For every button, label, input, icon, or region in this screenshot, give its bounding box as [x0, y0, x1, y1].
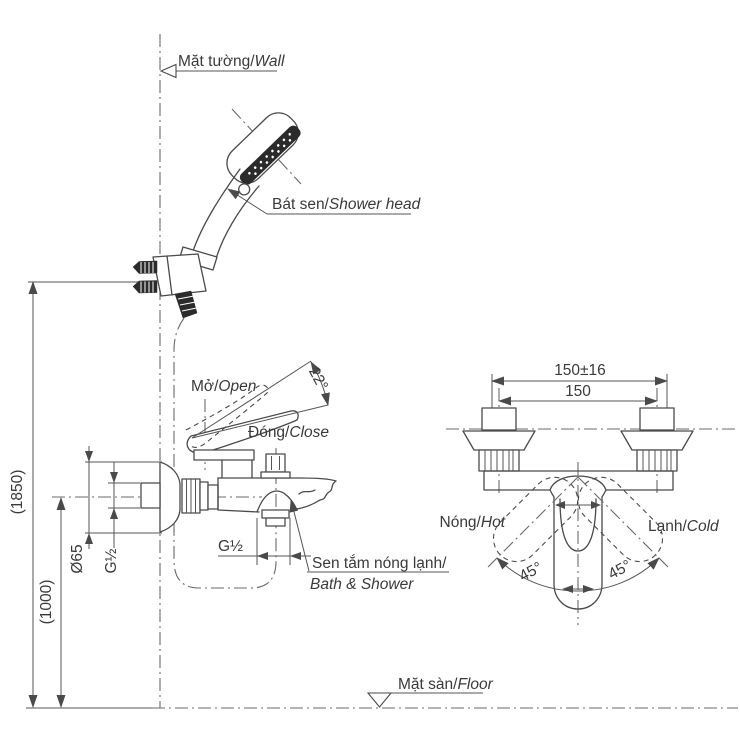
spray-face [239, 125, 301, 185]
outlet-thread-value: G½ [218, 538, 243, 555]
mixer-body [217, 477, 337, 513]
floor-label-text: Mặt sàn/Floor [398, 676, 494, 693]
mixer-side-view: 22° Mở/Open Đóng/Close Ø65 G½ G½ [52, 360, 449, 593]
dimension-mixer-height: (1000) [38, 497, 66, 708]
mixer-height-value: (1000) [38, 580, 55, 625]
shower-head [226, 112, 301, 196]
close-label: Đóng/Close [248, 424, 329, 441]
inlet-left [462, 407, 536, 472]
wall-pipe-stub [140, 482, 161, 509]
dimension-flange-diameter: Ø65 [69, 446, 162, 574]
shower-head-callout: Bát sen/Shower head [227, 188, 422, 215]
cold-label: Lạnh/Cold [648, 518, 720, 535]
floor-label: Mặt sàn/Floor [366, 676, 494, 708]
wall-bracket [132, 253, 207, 319]
bath-shower-label-en: Bath & Shower [310, 576, 414, 593]
dimension-wall-thread: G½ [103, 462, 140, 573]
bath-shower-callout: Sen tắm nóng lạnh/ Bath & Shower [289, 499, 449, 593]
inlet-right [620, 407, 694, 472]
lever-angle-value: 22° [305, 365, 331, 394]
diverter-knob [260, 453, 291, 479]
swing-axes [487, 476, 669, 568]
dimension-outlet-thread: G½ [218, 518, 311, 565]
hot-label: Nóng/Hot [440, 514, 506, 531]
spout-break-line [319, 480, 337, 501]
lever-open [185, 384, 269, 448]
hose-connector-icon [174, 290, 198, 319]
mounting-screw-icon [132, 280, 158, 294]
shower-head-label: Bát sen/Shower head [272, 196, 422, 213]
front-body-bar [483, 470, 674, 491]
lever-base-collar [193, 449, 255, 461]
wall-label: Mặt tường/Wall [159, 53, 285, 79]
spout-seam [298, 489, 316, 495]
wall-thread-value: G½ [103, 548, 120, 573]
shower-outlet-port [261, 509, 290, 527]
dimension-handle-width [555, 501, 601, 509]
shower-head-assembly: Bát sen/Shower head [132, 108, 422, 589]
mixer-front-view: 150±16 150 [440, 362, 736, 625]
connection-nut [181, 478, 201, 514]
floor-datum-icon [366, 692, 393, 708]
dimension-pitch-tolerance: 150±16 [491, 362, 668, 413]
swing-left-value: 45° [517, 559, 546, 585]
spray-nozzles-icon [248, 133, 292, 175]
body-collar [199, 481, 209, 511]
wall-label-text: Mặt tường/Wall [178, 53, 285, 70]
bracket-height-value: (1850) [9, 470, 26, 515]
wall-arrow-icon [159, 63, 177, 79]
wall-flange [159, 461, 181, 533]
lever-closed [186, 410, 299, 454]
flange-diameter-value: Ø65 [69, 544, 86, 573]
open-label: Mở/Open [191, 378, 256, 395]
pitch-tolerance-value: 150±16 [554, 362, 606, 379]
dimension-bracket-height: (1850) [9, 281, 156, 708]
pitch-value: 150 [565, 383, 591, 400]
dimension-pitch: 150 [498, 383, 658, 406]
mounting-screw-icon [132, 260, 158, 274]
body-collar [207, 484, 219, 510]
bath-shower-label-vi: Sen tắm nóng lạnh/ [312, 555, 447, 572]
